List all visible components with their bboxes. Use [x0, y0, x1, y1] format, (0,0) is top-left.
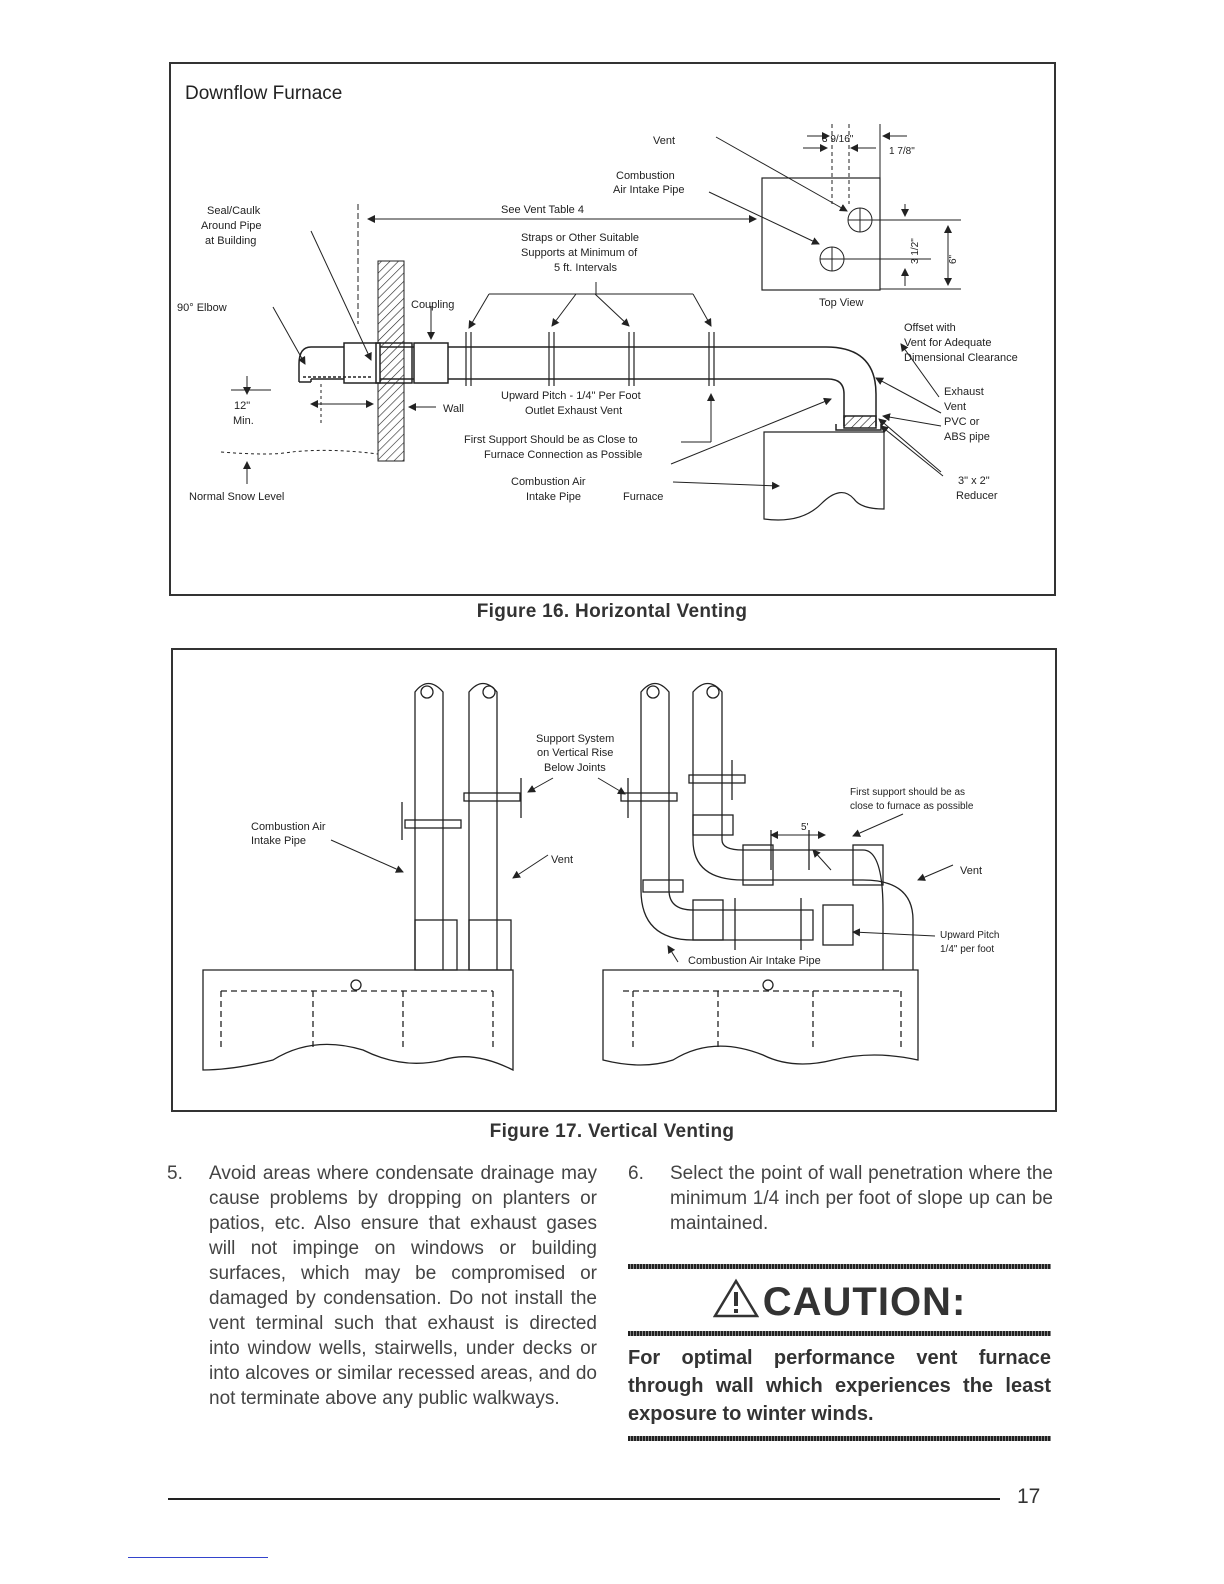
label-upward-pitch: Upward Pitch - 1/4" Per Foot: [501, 390, 641, 402]
label-see-vent-table: See Vent Table 4: [501, 204, 584, 216]
horizontal-venting-diagram: Downflow Furnace: [177, 83, 1018, 521]
label-dim-3-1-2: 3 1/2": [910, 238, 921, 264]
label-furnace: Furnace: [623, 491, 663, 503]
list-item-number: 6.: [628, 1163, 644, 1184]
label-straps-2: Supports at Minimum of: [521, 247, 638, 259]
label-intake-pipe: Intake Pipe: [526, 491, 581, 503]
label-upward-pitch: Upward Pitch: [940, 930, 999, 941]
list-item-5: 5. Avoid areas where condensate drainage…: [167, 1161, 597, 1411]
list-item-text: Avoid areas where condensate drainage ma…: [209, 1163, 597, 1409]
label-at-building: at Building: [205, 235, 256, 247]
caution-title: CAUTION:: [762, 1280, 967, 1324]
label-intake-pipe-left: Intake Pipe: [251, 835, 306, 847]
label-combustion-air-left: Combustion Air: [251, 821, 326, 833]
furnace-outline: [763, 431, 885, 521]
label-dim-6: 6": [948, 254, 959, 264]
footer-rule: [168, 1498, 1000, 1500]
label-offset-2: Vent for Adequate: [904, 337, 991, 349]
leader-arrows: [243, 132, 952, 490]
horizontal-vent-pipe: [298, 342, 882, 431]
figure-17-vertical-venting: Support System on Vertical Rise Below Jo…: [171, 648, 1057, 1112]
label-vent-right: Vent: [960, 865, 982, 877]
caution-top-rule: [628, 1264, 1051, 1269]
label-first-support-2: Furnace Connection as Possible: [484, 449, 642, 461]
label-exhaust-vent: Vent: [944, 401, 966, 413]
label-vent-left: Vent: [551, 854, 573, 866]
caution-heading: CAUTION:: [628, 1278, 1051, 1325]
label-exhaust: Exhaust: [944, 386, 984, 398]
label-below-joints: Below Joints: [544, 762, 606, 774]
label-top-view: Top View: [819, 297, 863, 309]
figure-17-caption: Figure 17. Vertical Venting: [489, 1121, 735, 1142]
label-outlet-exhaust: Outlet Exhaust Vent: [525, 405, 622, 417]
fig17-arrows: [330, 777, 954, 963]
label-dim-5: 5': [801, 822, 809, 833]
label-on-vertical-rise: on Vertical Rise: [537, 747, 613, 759]
label-reducer-size: 3" x 2": [958, 475, 990, 487]
label-reducer: Reducer: [956, 490, 998, 502]
label-first-support-1: First support should be as: [850, 787, 965, 798]
label-coupling: Coupling: [411, 299, 454, 311]
label-straps-3: 5 ft. Intervals: [554, 262, 617, 274]
vertical-venting-diagram: Support System on Vertical Rise Below Jo…: [202, 682, 999, 1072]
wall-hatch: [377, 260, 405, 462]
label-first-support-1: First Support Should be as Close to: [464, 434, 638, 446]
label-combustion: Combustion: [616, 170, 675, 182]
caution-middle-rule: [628, 1331, 1051, 1336]
figure-16-horizontal-venting: Downflow Furnace: [169, 62, 1056, 596]
pipe-straps: [465, 332, 715, 386]
label-dim-1-7-8: 1 7/8": [889, 146, 915, 157]
label-pvc-or: PVC or: [944, 416, 980, 428]
figure-16-caption: Figure 16. Horizontal Venting: [476, 601, 748, 622]
label-seal-caulk: Seal/Caulk: [207, 205, 261, 217]
label-vent: Vent: [653, 135, 675, 147]
dimension-lines: [220, 204, 711, 455]
label-support-system: Support System: [536, 733, 614, 745]
label-first-support-2: close to furnace as possible: [850, 801, 974, 812]
link-underline: [128, 1557, 268, 1558]
list-item-number: 5.: [167, 1163, 183, 1184]
list-item-text: Select the point of wall penetration whe…: [670, 1163, 1053, 1234]
label-pitch-per-foot: 1/4" per foot: [940, 944, 994, 955]
list-item-6: 6. Select the point of wall penetration …: [628, 1161, 1053, 1236]
label-offset-1: Offset with: [904, 322, 956, 334]
top-view-box: [761, 177, 881, 291]
label-min: Min.: [233, 415, 254, 427]
left-installation: [202, 682, 522, 1072]
label-around-pipe: Around Pipe: [201, 220, 262, 232]
fig16-heading: Downflow Furnace: [185, 83, 342, 104]
label-straps-1: Straps or Other Suitable: [521, 232, 639, 244]
label-combustion-air: Combustion Air: [511, 476, 586, 488]
page-number: 17: [1017, 1485, 1041, 1508]
label-air-intake-pipe: Air Intake Pipe: [613, 184, 685, 196]
label-offset-3: Dimensional Clearance: [904, 352, 1018, 364]
caution-bottom-rule: [628, 1436, 1051, 1441]
label-dim-3-9-16: 3 9/16": [822, 134, 854, 145]
right-installation: [602, 682, 919, 1066]
warning-triangle-icon: [712, 1278, 759, 1318]
label-snow-level: Normal Snow Level: [189, 491, 284, 503]
label-abs-pipe: ABS pipe: [944, 431, 990, 443]
caution-text: For optimal performance vent furnace thr…: [628, 1347, 1051, 1425]
top-view-pipes: [819, 124, 961, 290]
label-elbow: 90° Elbow: [177, 302, 227, 314]
label-wall: Wall: [443, 403, 464, 415]
label-combustion-air-intake-right: Combustion Air Intake Pipe: [688, 955, 821, 967]
label-12-in: 12": [234, 400, 250, 412]
